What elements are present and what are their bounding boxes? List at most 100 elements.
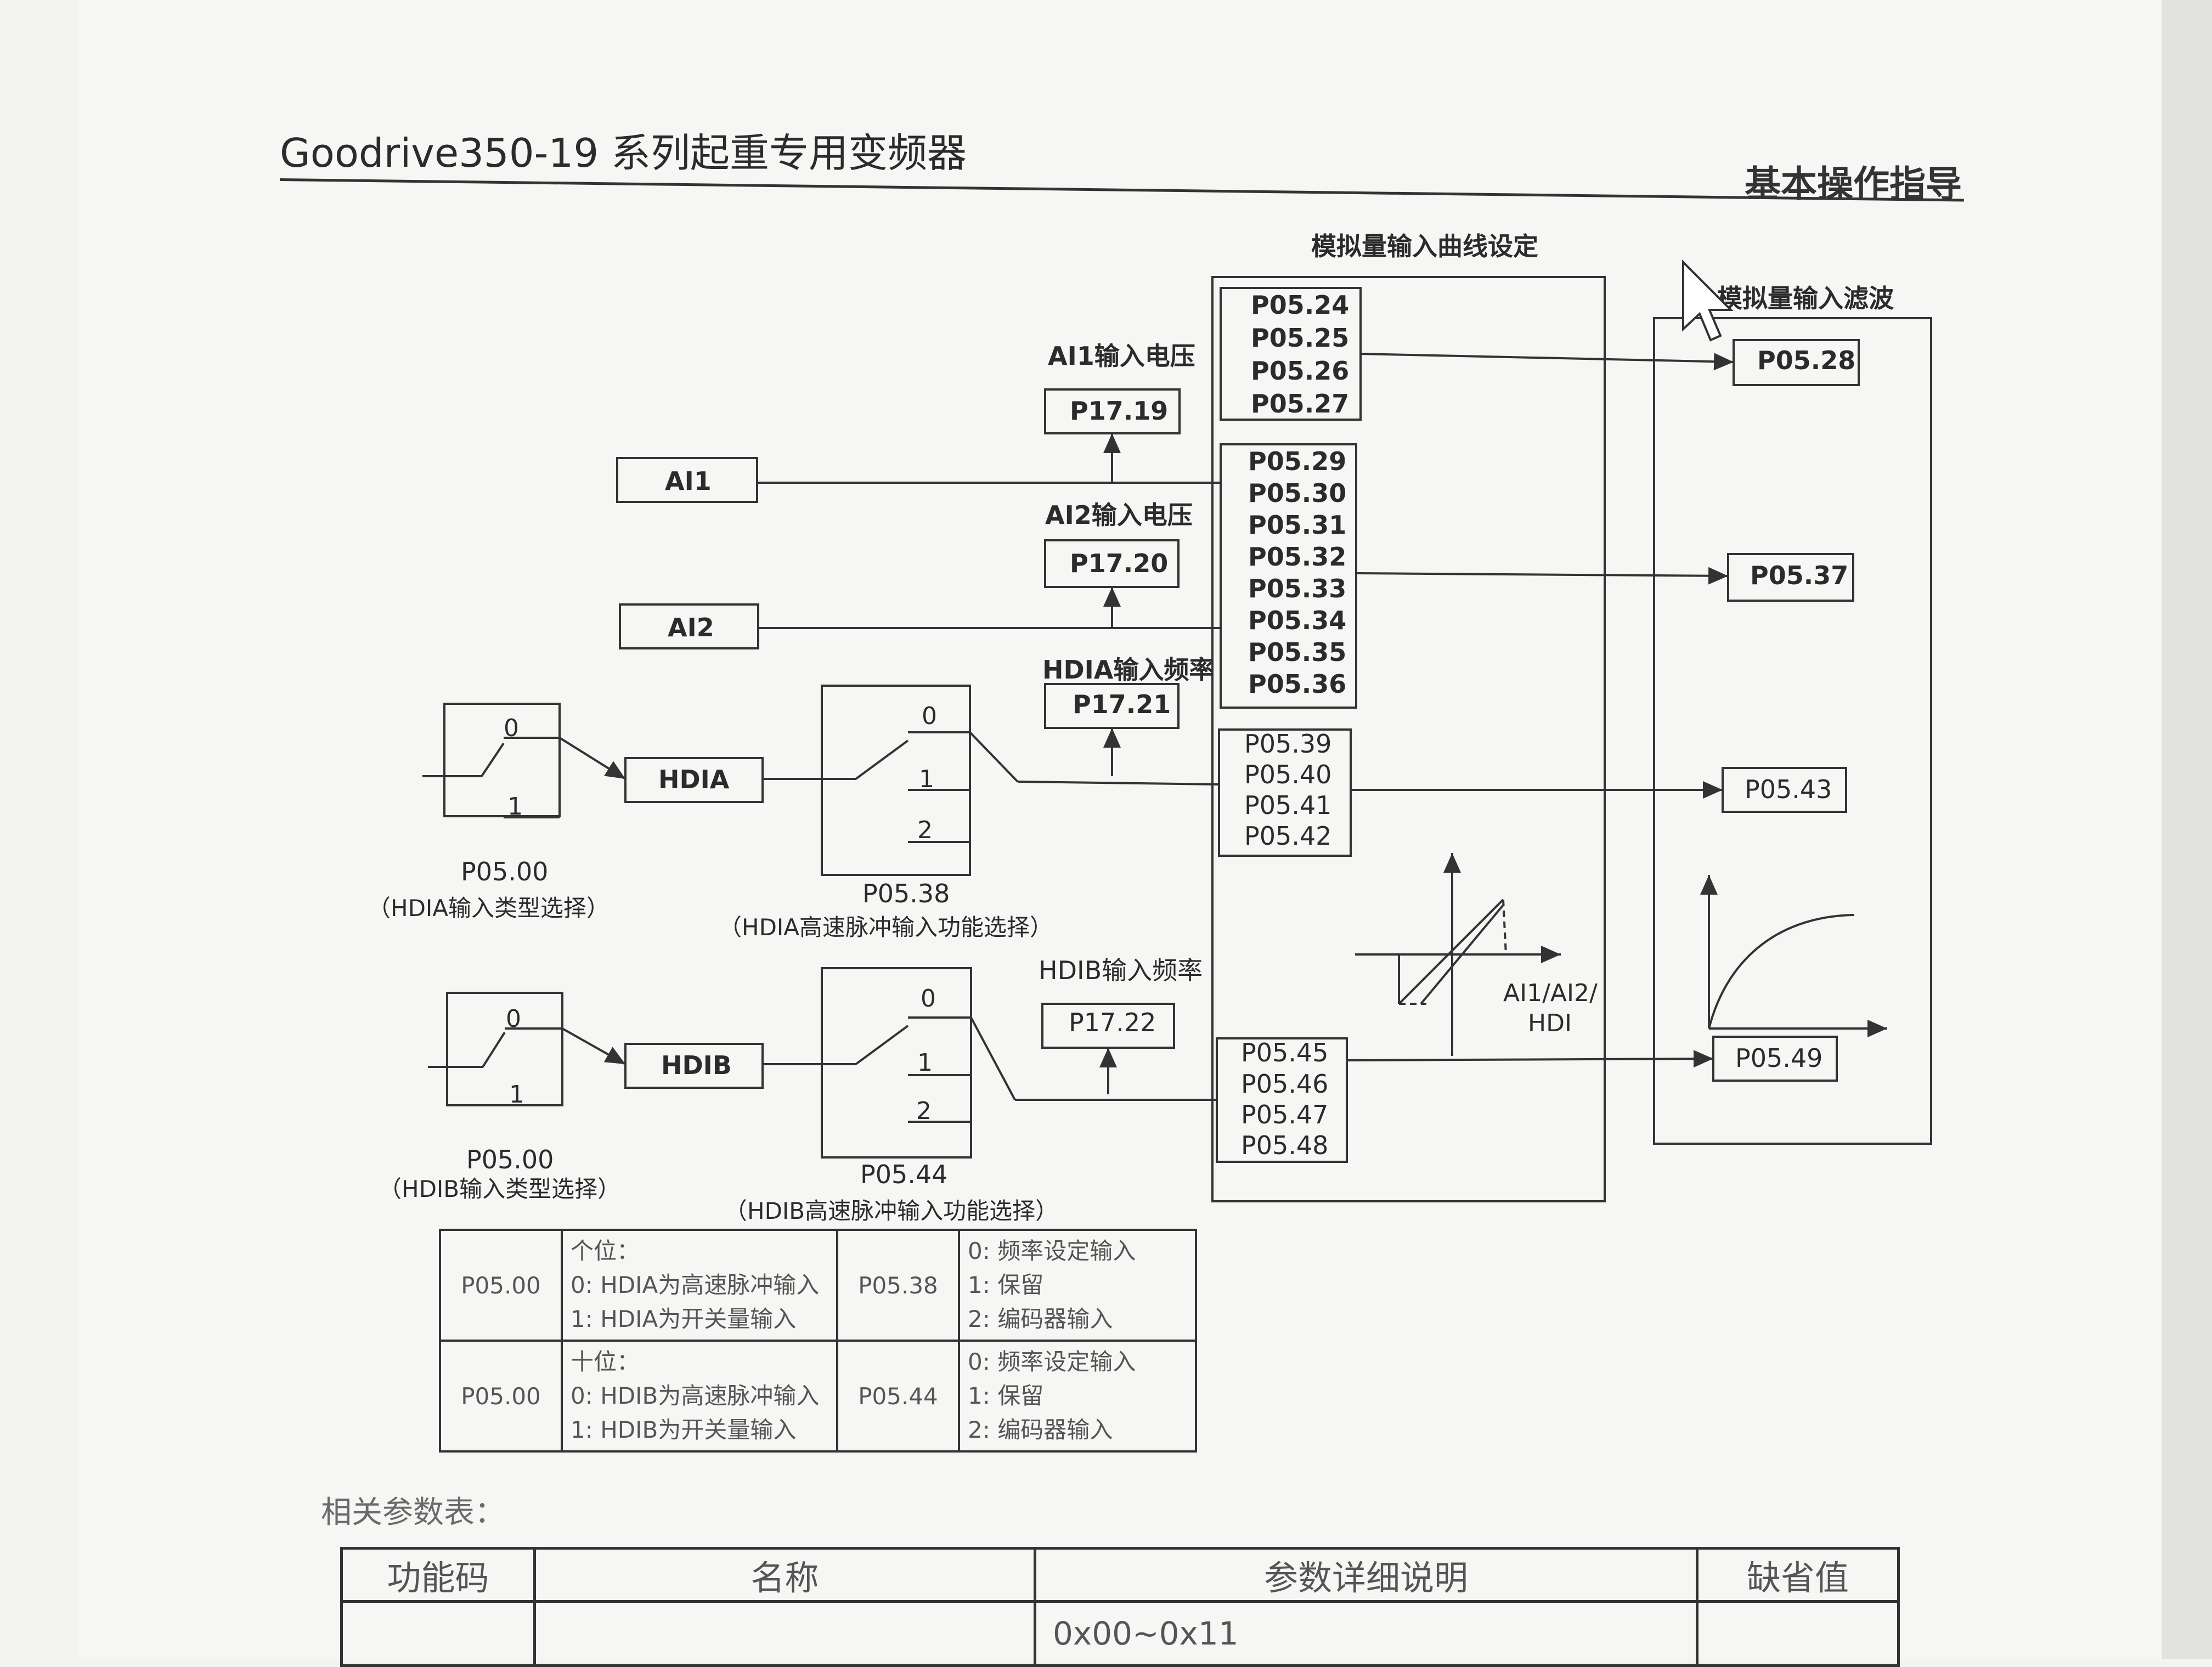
hdib-freq-label: HDIB输入频率 (1039, 956, 1203, 985)
related-params-title: 相关参数表： (321, 1495, 505, 1530)
curve-param: P05.45 (1241, 1038, 1328, 1067)
curve-param: P05.24 (1251, 290, 1349, 320)
desc-line: 1: HDIB为开关量输入 (571, 1416, 797, 1443)
hdi-param-table: P05.00 个位： 0: HDIA为高速脉冲输入 1: HDIA为开关量输入 … (439, 1229, 1197, 1453)
hdia-func-code: P05.38 (862, 879, 950, 908)
opt-line: 2: 编码器输入 (968, 1416, 1113, 1443)
ai2-voltage-label: AI2输入电压 (1045, 500, 1193, 530)
curve-group-3 (1218, 728, 1352, 857)
hdia-type-switch-box (443, 703, 561, 817)
param-opts: 0: 频率设定输入 1: 保留 2: 编码器输入 (958, 1229, 1197, 1342)
param-code: P05.00 (439, 1340, 563, 1453)
opt-line: 0: 频率设定输入 (968, 1237, 1136, 1264)
curve-param: P05.42 (1244, 821, 1331, 851)
hdia-type-pos1: 1 (507, 793, 523, 821)
ai1-voltage-code: P17.19 (1070, 396, 1168, 426)
curve-param: P05.31 (1248, 510, 1346, 540)
opt-line: 1: 保留 (968, 1272, 1044, 1298)
curve-line-b (1420, 904, 1504, 1005)
col-header-default: 缺省值 (1696, 1547, 1900, 1603)
table-row: 0x00~0x11 (340, 1600, 1900, 1667)
curve-param: P05.25 (1251, 323, 1349, 353)
filter-param: P05.49 (1735, 1043, 1822, 1073)
table-cell (533, 1600, 1036, 1667)
curve-group-2 (1220, 443, 1357, 709)
hdia-freq-code: P17.21 (1073, 690, 1171, 719)
table-header-row: 功能码 名称 参数详细说明 缺省值 (340, 1547, 1900, 1603)
monitor-bezel (2162, 0, 2212, 1659)
hdia-func-pos2: 2 (917, 816, 933, 844)
opt-line: 0: 频率设定输入 (968, 1348, 1136, 1375)
curve-param: P05.34 (1248, 606, 1346, 635)
filter-param: P05.28 (1757, 346, 1855, 375)
mouse-cursor-icon (1682, 259, 1734, 342)
col-header-name: 名称 (533, 1547, 1036, 1603)
col-header-detail: 参数详细说明 (1034, 1547, 1699, 1603)
desc-line: 个位： (571, 1237, 640, 1264)
hdib-type-pos1: 1 (509, 1081, 524, 1109)
opt-line: 1: 保留 (968, 1382, 1044, 1409)
curve-param: P05.35 (1248, 637, 1346, 667)
curve-param: P05.40 (1244, 760, 1331, 789)
filter-param: P05.37 (1750, 561, 1848, 590)
hdia-func-pos0: 0 (922, 702, 937, 730)
curve-param: P05.46 (1241, 1069, 1328, 1099)
ai1-box (616, 457, 758, 503)
curve-setting-frame (1211, 276, 1606, 1202)
curve-param: P05.26 (1251, 356, 1349, 386)
param-code: P05.38 (836, 1229, 960, 1342)
curve-axis-label-2: HDI (1528, 1009, 1572, 1037)
table-cell (1696, 1600, 1900, 1667)
filter-response-curve (1708, 914, 1855, 1029)
hdib-type-caption: （HDIB输入类型选择） (379, 1176, 620, 1202)
hdib-func-pos2: 2 (916, 1097, 932, 1125)
hdib-type-switch-box (446, 992, 563, 1106)
hdib-freq-code: P17.22 (1069, 1008, 1156, 1037)
param-code: P05.44 (836, 1340, 960, 1453)
hdia-func-switch-box (821, 685, 971, 876)
col-header-code: 功能码 (340, 1547, 536, 1603)
curve-param: P05.30 (1248, 478, 1346, 508)
curve-line-a (1398, 899, 1504, 1005)
table-row: P05.00 十位： 0: HDIB为高速脉冲输入 1: HDIB为开关量输入 … (439, 1340, 1197, 1453)
hdib-func-pos0: 0 (921, 985, 936, 1013)
param-opts: 0: 频率设定输入 1: 保留 2: 编码器输入 (958, 1340, 1197, 1453)
hdia-type-pos0: 0 (504, 714, 519, 742)
hdib-box (624, 1043, 764, 1089)
ai1-voltage-label: AI1输入电压 (1048, 341, 1195, 371)
curve-param: P05.48 (1241, 1131, 1328, 1160)
curve-axis-label-1: AI1/AI2/ (1503, 979, 1598, 1007)
curve-setting-title: 模拟量输入曲线设定 (1311, 231, 1538, 261)
ai2-label: AI2 (668, 613, 714, 642)
p0528-box (1733, 339, 1860, 386)
filter-title: 模拟量输入滤波 (1717, 284, 1894, 313)
filter-frame (1653, 317, 1932, 1145)
curve-param: P05.47 (1241, 1100, 1328, 1129)
table-cell-detail: 0x00~0x11 (1034, 1600, 1699, 1667)
ai2-voltage-code: P17.20 (1070, 549, 1168, 578)
hdib-type-code: P05.00 (466, 1145, 554, 1174)
hdia-func-pos1: 1 (919, 765, 934, 793)
table-row: P05.00 个位： 0: HDIA为高速脉冲输入 1: HDIA为开关量输入 … (439, 1229, 1197, 1342)
desc-line: 0: HDIB为高速脉冲输入 (571, 1382, 820, 1409)
opt-line: 2: 编码器输入 (968, 1306, 1113, 1332)
curve-param: P05.27 (1251, 389, 1349, 419)
curve-param: P05.32 (1248, 542, 1346, 572)
hdib-func-pos1: 1 (917, 1049, 933, 1077)
p0537-box (1727, 553, 1854, 602)
curve-param: P05.33 (1248, 574, 1346, 603)
hdia-label: HDIA (658, 765, 730, 794)
param-desc: 个位： 0: HDIA为高速脉冲输入 1: HDIA为开关量输入 (561, 1229, 838, 1342)
hdib-func-caption: （HDIB高速脉冲输入功能选择） (724, 1197, 1058, 1224)
hdib-label: HDIB (661, 1050, 732, 1080)
param-desc: 十位： 0: HDIB为高速脉冲输入 1: HDIB为开关量输入 (561, 1340, 838, 1453)
curve-param: P05.36 (1248, 669, 1346, 699)
curve-param: P05.41 (1244, 790, 1331, 820)
desc-line: 十位： (571, 1348, 640, 1375)
hdib-type-pos0: 0 (506, 1005, 521, 1033)
related-params-table: 功能码 名称 参数详细说明 缺省值 0x00~0x11 (340, 1547, 1900, 1667)
document-title: Goodrive350-19 系列起重专用变频器 (280, 130, 967, 176)
hdib-func-code: P05.44 (860, 1160, 947, 1189)
ai2-box (619, 603, 759, 649)
hdia-func-caption: （HDIA高速脉冲输入功能选择） (719, 914, 1053, 941)
